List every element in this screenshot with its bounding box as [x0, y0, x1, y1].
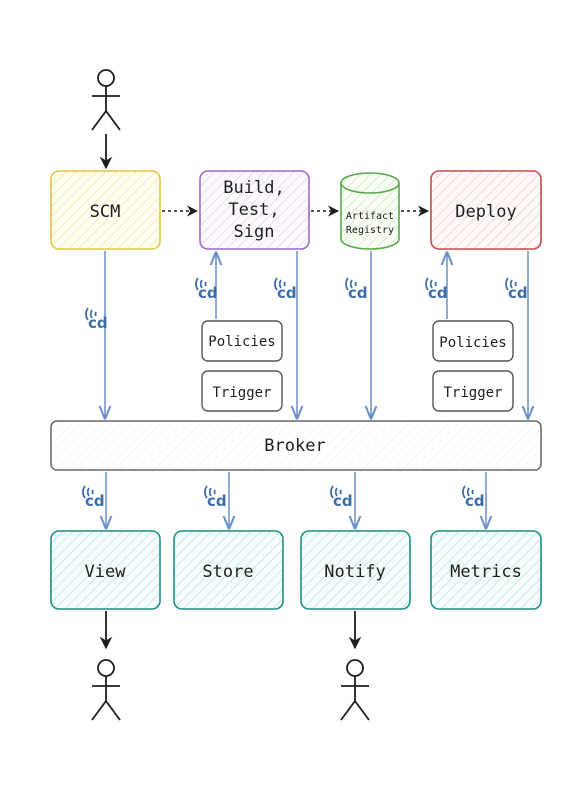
deploy-trigger-box: Trigger — [432, 370, 514, 412]
view-label: View — [85, 562, 127, 582]
view-node: View — [50, 530, 161, 610]
deploy-policies-label: Policies — [439, 335, 506, 351]
build-test-sign-node: Build, Test, Sign — [199, 170, 310, 250]
metrics-node: Metrics — [430, 530, 542, 610]
scm-node: SCM — [50, 170, 161, 250]
cdevents-icon-deploy-out — [505, 277, 529, 303]
registry-label-line2: Registry — [346, 225, 394, 236]
deploy-node: Deploy — [430, 170, 542, 250]
store-label: Store — [202, 562, 253, 582]
cdevents-icon-store — [204, 485, 228, 511]
viewer-actor-icon — [91, 659, 121, 721]
artifact-registry-node: Artifact Registry — [340, 172, 400, 250]
broker-label: Broker — [264, 436, 325, 456]
build-policies-label: Policies — [208, 334, 275, 350]
cdevents-icon-view — [82, 485, 106, 511]
developer-actor-icon — [91, 69, 121, 131]
build-policies-box: Policies — [201, 320, 283, 362]
registry-label-line1: Artifact — [346, 211, 394, 222]
notified-actor-icon — [340, 659, 370, 721]
deploy-label: Deploy — [455, 202, 516, 222]
broker-node: Broker — [50, 420, 542, 471]
build-label-line3: Sign — [234, 222, 275, 242]
cdevents-icon-deploy-in — [425, 277, 449, 303]
cdevents-icon-build-in — [195, 277, 219, 303]
cdevents-icon-build-out — [274, 277, 298, 303]
deploy-policies-box: Policies — [432, 320, 514, 362]
build-label-line2: Test, — [228, 200, 279, 220]
notify-node: Notify — [300, 530, 411, 610]
cdevents-icon-registry — [345, 277, 369, 303]
metrics-label: Metrics — [450, 562, 522, 582]
store-node: Store — [173, 530, 284, 610]
deploy-trigger-label: Trigger — [443, 385, 502, 401]
notify-label: Notify — [324, 562, 385, 582]
build-trigger-box: Trigger — [201, 370, 283, 412]
build-label-line1: Build, — [223, 178, 284, 198]
cdevents-icon-notify — [330, 485, 354, 511]
scm-label: SCM — [90, 202, 121, 222]
build-trigger-label: Trigger — [212, 385, 271, 401]
cdevents-icon-metrics — [462, 485, 486, 511]
